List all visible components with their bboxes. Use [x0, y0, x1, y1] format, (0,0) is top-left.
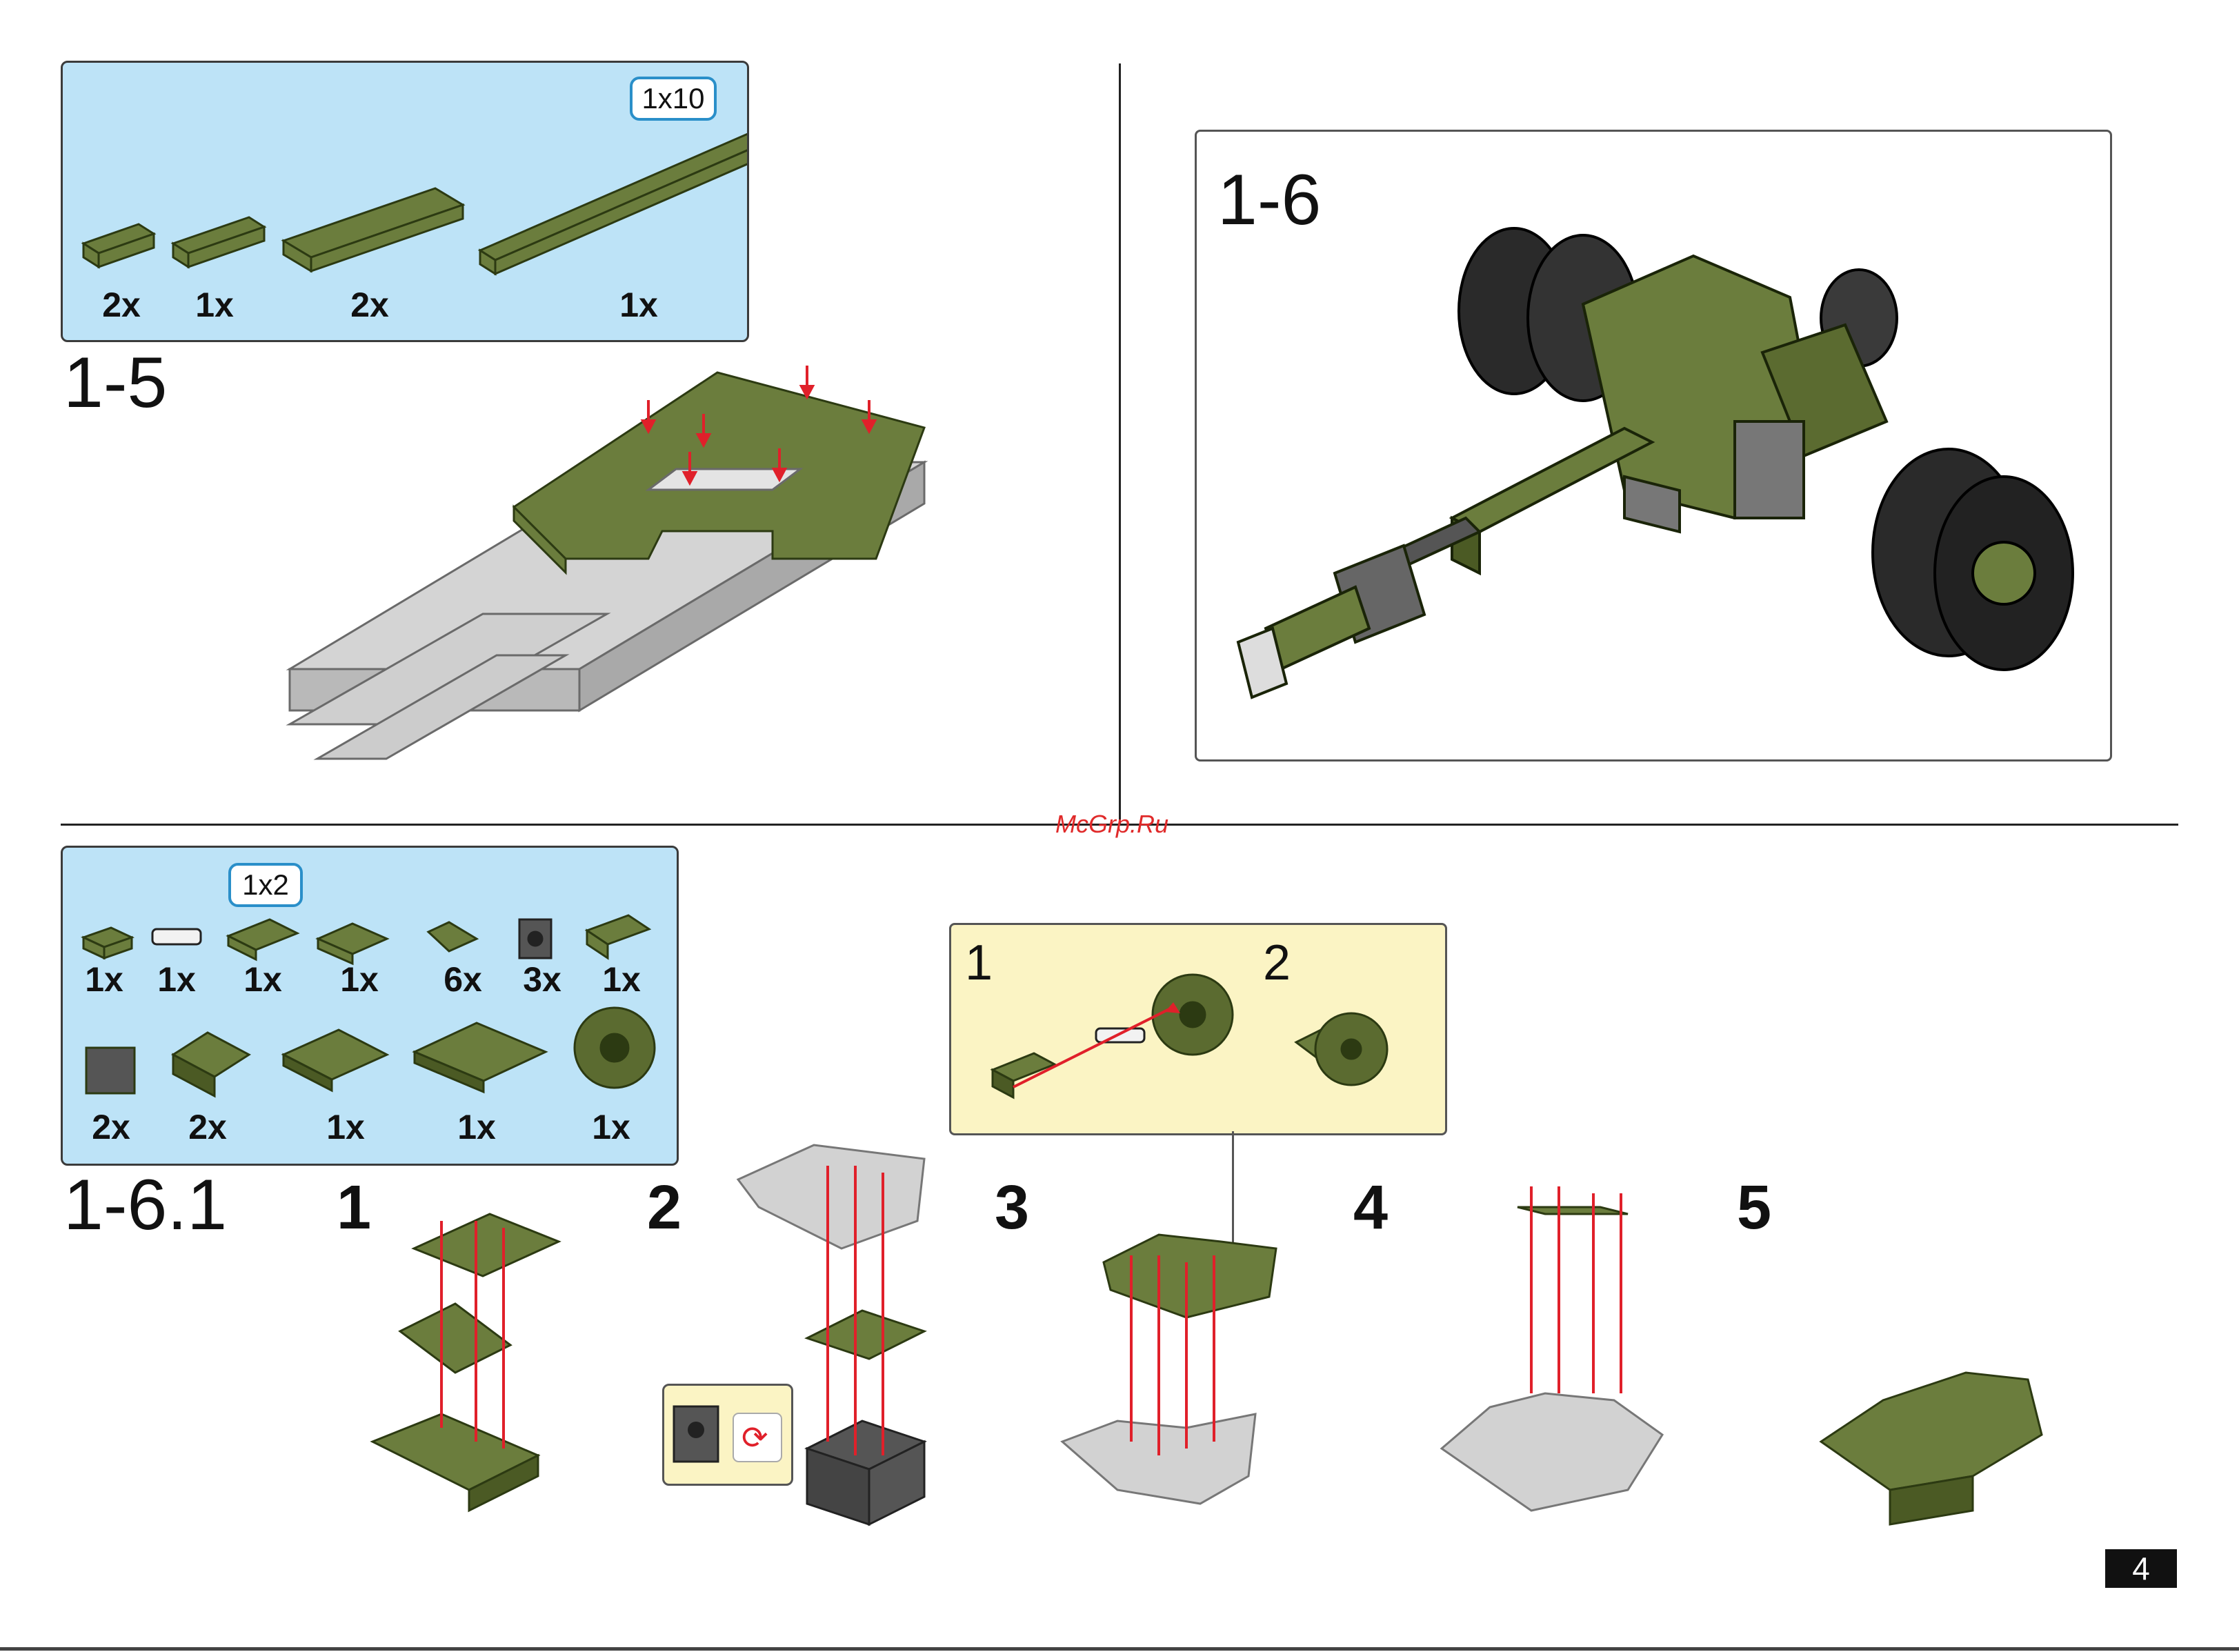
watermark: McGrp.Ru — [1055, 810, 1168, 839]
qty-1-6-1-r1-g: 1x — [594, 959, 649, 999]
qty-1-6-1-r1-f: 3x — [515, 959, 570, 999]
qty-1-6-1-r1-c: 1x — [235, 959, 290, 999]
footer-line — [0, 1647, 2239, 1651]
chassis-assembly-illustration — [276, 352, 938, 793]
step-title-1-5: 1-5 — [63, 342, 167, 424]
page-number: 4 — [2105, 1549, 2177, 1588]
qty-1-5-d: 1x — [608, 285, 670, 325]
qty-1-6-1-r1-e: 6x — [435, 959, 490, 999]
qty-1-6-1-r2-a: 2x — [83, 1107, 139, 1147]
divider-vertical — [1119, 63, 1121, 824]
callout-box: 1 2 — [949, 923, 1447, 1135]
qty-1-5-c: 2x — [339, 285, 401, 325]
substeps-illustration — [359, 1117, 2056, 1545]
parts-box-1-5: 1x10 2x 1x 2x 1x — [61, 61, 749, 342]
qty-1-6-1-r2-b: 2x — [180, 1107, 235, 1147]
qty-1-5-b: 1x — [183, 285, 246, 325]
qty-1-6-1-r1-b: 1x — [149, 959, 204, 999]
step-1-6-frame: 1-6 — [1195, 130, 2112, 762]
qty-1-6-1-r1-d: 1x — [332, 959, 387, 999]
axle-assembly-illustration — [1197, 132, 2110, 759]
step-title-1-6-1: 1-6.1 — [63, 1164, 227, 1246]
qty-1-6-1-r1-a: 1x — [77, 959, 132, 999]
qty-1-5-a: 2x — [90, 285, 152, 325]
callout-illustration — [951, 925, 1445, 1133]
